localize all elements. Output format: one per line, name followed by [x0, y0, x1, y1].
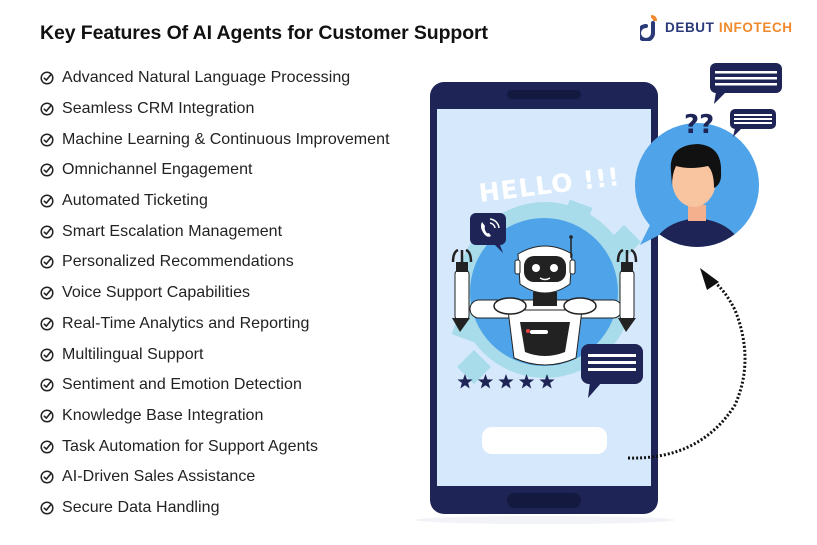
feature-label: Machine Learning & Continuous Improvemen… — [62, 130, 390, 148]
feature-label: Multilingual Support — [62, 345, 204, 363]
star-icon — [498, 374, 514, 389]
feature-item: Personalized Recommendations — [40, 247, 390, 278]
check-circle-icon — [40, 71, 54, 85]
feature-label: Real-Time Analytics and Reporting — [62, 314, 310, 332]
star-icon — [477, 374, 494, 389]
check-circle-icon — [40, 102, 54, 116]
star-icon — [457, 374, 473, 389]
check-circle-icon — [40, 317, 54, 331]
feature-item: Knowledge Base Integration — [40, 401, 390, 432]
brand-logo: DEBUT INFOTECH — [640, 13, 793, 41]
brand-name-part1: DEBUT — [665, 19, 715, 35]
robot-character — [451, 235, 638, 366]
feature-item: Machine Learning & Continuous Improvemen… — [40, 124, 390, 155]
feature-label: Personalized Recommendations — [62, 253, 294, 271]
feature-item: Seamless CRM Integration — [40, 94, 390, 125]
brand-name-part2: INFOTECH — [718, 19, 793, 35]
check-circle-icon — [40, 378, 54, 392]
customer-avatar — [635, 123, 759, 247]
check-circle-icon — [40, 194, 54, 208]
debut-logo-icon — [640, 15, 657, 41]
feature-label: Task Automation for Support Agents — [62, 437, 319, 455]
feature-label: Automated Ticketing — [62, 192, 208, 210]
feature-label: Voice Support Capabilities — [62, 284, 251, 302]
feature-item: Real-Time Analytics and Reporting — [40, 309, 390, 340]
check-circle-icon — [40, 409, 54, 423]
brand-name: DEBUT INFOTECH — [665, 20, 793, 35]
feature-label: Advanced Natural Language Processing — [62, 69, 351, 87]
star-icon — [539, 374, 555, 389]
feature-item: AI-Driven Sales Assistance — [40, 462, 390, 493]
feature-item: Omnichannel Engagement — [40, 155, 390, 186]
feature-label: AI-Driven Sales Assistance — [62, 468, 256, 486]
feature-label: Secure Data Handling — [62, 498, 220, 516]
check-circle-icon — [40, 501, 54, 515]
check-circle-icon — [40, 133, 54, 147]
phone-input-bar — [482, 427, 607, 454]
feature-item: Advanced Natural Language Processing — [40, 63, 390, 94]
check-circle-icon — [40, 470, 54, 484]
feature-label: Sentiment and Emotion Detection — [62, 376, 302, 394]
feature-item: Secure Data Handling — [40, 493, 390, 524]
five-star-rating-icon — [457, 374, 555, 389]
page-title: Key Features Of AI Agents for Customer S… — [40, 22, 488, 44]
feature-item: Task Automation for Support Agents — [40, 431, 390, 462]
check-circle-icon — [40, 255, 54, 270]
check-circle-icon — [40, 163, 54, 177]
dotted-arrow-icon — [627, 268, 747, 460]
phone-home-button — [507, 493, 581, 508]
customer-speech-bubble-large — [710, 63, 782, 104]
feature-label: Smart Escalation Management — [62, 222, 283, 240]
customer-speech-bubble-small — [730, 109, 776, 137]
check-circle-icon — [40, 347, 54, 362]
chat-bubble-icon — [581, 344, 643, 398]
feature-label: Seamless CRM Integration — [62, 100, 255, 118]
check-circle-icon — [40, 440, 54, 454]
feature-item: Sentiment and Emotion Detection — [40, 370, 390, 401]
phone-speaker — [507, 90, 581, 99]
check-circle-icon — [40, 286, 54, 300]
feature-label: Omnichannel Engagement — [62, 161, 253, 179]
question-marks: ?? — [684, 110, 714, 140]
feature-label: Knowledge Base Integration — [62, 406, 264, 424]
feature-item: Automated Ticketing — [40, 186, 390, 217]
feature-item: Smart Escalation Management — [40, 216, 390, 247]
check-circle-icon — [40, 225, 54, 239]
phone-shadow — [415, 516, 675, 524]
star-icon — [518, 374, 535, 389]
feature-item: Multilingual Support — [40, 339, 390, 370]
phone-call-bubble-icon — [470, 213, 506, 253]
feature-item: Voice Support Capabilities — [40, 278, 390, 309]
